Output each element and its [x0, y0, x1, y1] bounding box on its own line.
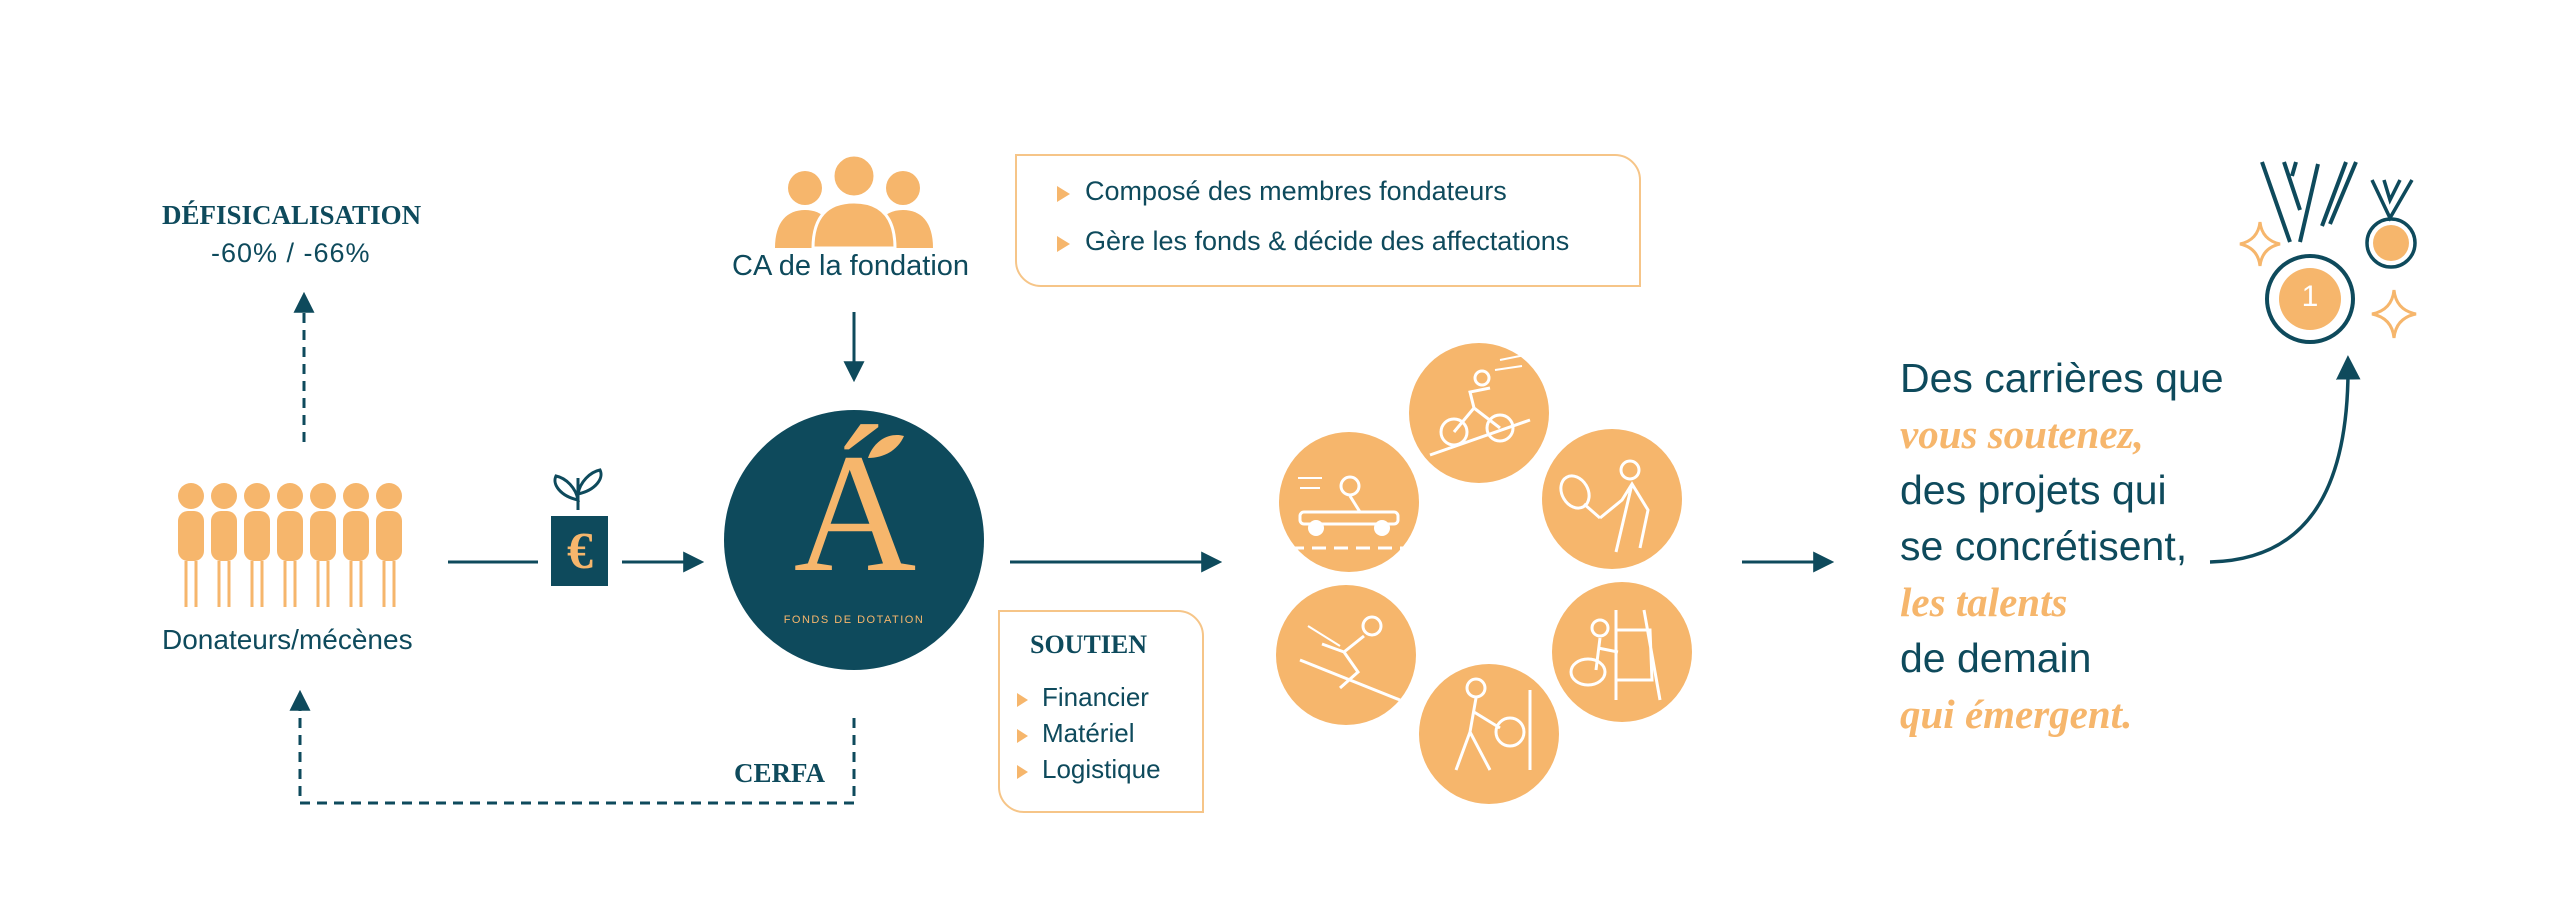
bullet-icon: [1017, 693, 1028, 707]
tax-title: DÉFISICALISATION: [162, 200, 422, 230]
medal-number: 1: [2301, 280, 2319, 313]
foundation-caption: FONDS DE DOTATION: [783, 614, 925, 626]
board-info-item: Composé des membres fondateurs: [1085, 176, 1507, 206]
euro-symbol: €: [567, 523, 593, 580]
karting-icon: [1279, 432, 1419, 572]
skiing-icon: [1276, 585, 1416, 725]
board-info-item: Gère les fonds & décide des affectations: [1085, 226, 1570, 256]
tagline-line: se concrétisent,: [1900, 523, 2188, 569]
tagline-highlight: les talents: [1900, 579, 2068, 625]
tagline-highlight: qui émergent.: [1900, 691, 2133, 737]
foundation-logo: [724, 410, 984, 670]
donors-label: Donateurs/mécènes: [162, 624, 413, 655]
tennis-icon: [1542, 429, 1682, 569]
painting-icon: [1552, 582, 1692, 722]
cerfa-label: CERFA: [734, 758, 825, 788]
bowling-icon: [1419, 664, 1559, 804]
board-info-panel: Composé des membres fondateurs Gère les …: [1015, 154, 1641, 287]
tagline-line: de demain: [1900, 635, 2092, 681]
arrow-cerfa-to-donors: [289, 689, 856, 805]
tagline-highlight: vous soutenez,: [1900, 411, 2144, 457]
sparkle-icon-2: [2371, 289, 2417, 339]
sparkle-icon: [2239, 221, 2281, 267]
bullet-icon: [1057, 186, 1070, 202]
group-icon: [775, 153, 933, 250]
bullet-icon: [1017, 765, 1028, 779]
tagline: Des carrières que vous soutenez, des pro…: [1900, 350, 2224, 742]
bullet-icon: [1057, 236, 1070, 252]
support-item: Financier: [1042, 682, 1149, 712]
tagline-line: Des carrières que: [1900, 355, 2224, 401]
small-medal-icon: [2365, 179, 2417, 269]
support-title: SOUTIEN: [1030, 630, 1148, 659]
tax-rates: -60% / -66%: [211, 238, 371, 268]
foundation-letter: Á: [793, 419, 917, 607]
support-panel: SOUTIEN Financier Matériel Logistique: [998, 610, 1204, 813]
tagline-line: des projets qui: [1900, 467, 2167, 513]
support-item: Matériel: [1042, 718, 1135, 748]
medal-icon: [2260, 161, 2358, 344]
people-row-icon: [178, 481, 404, 609]
support-item: Logistique: [1042, 754, 1161, 784]
bullet-icon: [1017, 729, 1028, 743]
cycling-icon: [1409, 343, 1549, 483]
euro-plant-icon: [551, 468, 608, 586]
board-label: CA de la fondation: [732, 250, 970, 282]
arrow-tagline-to-medals: [2209, 355, 2361, 564]
